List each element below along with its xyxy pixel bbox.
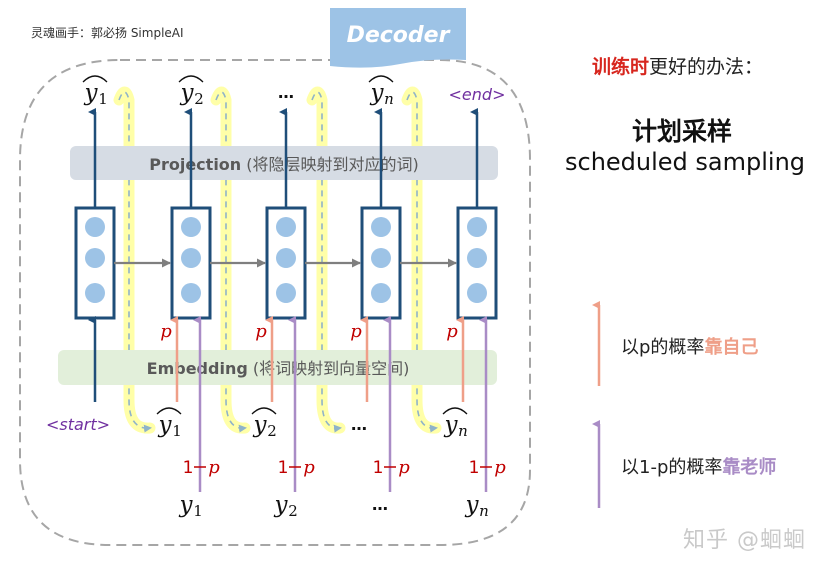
method-heading-highlight: 训练时 xyxy=(592,56,650,78)
decoder-tab xyxy=(330,8,466,68)
legend-teacher-prefix: 以1-p的概率 xyxy=(621,457,723,478)
decoder-frame xyxy=(19,59,531,546)
method-heading: 训练时更好的办法： xyxy=(592,52,763,79)
feedback-loop-arrow xyxy=(215,91,247,433)
output-token: <end> xyxy=(449,85,506,104)
hidden-unit xyxy=(371,217,391,237)
feedback-loop-arrow xyxy=(406,91,438,433)
prob-self-label: p xyxy=(350,321,362,342)
hat-accent xyxy=(82,75,108,83)
prob-self-label: p xyxy=(160,321,172,342)
hat-accent xyxy=(251,407,277,415)
token-base: y xyxy=(444,412,459,438)
hat-accent xyxy=(178,75,204,83)
prob-one: 1 xyxy=(278,458,289,478)
legend-self: 以p的概率靠自己 xyxy=(621,333,758,359)
hidden-unit xyxy=(467,248,487,268)
token-base: y xyxy=(180,80,195,106)
prob-p: p xyxy=(208,457,220,478)
author-credit: 灵魂画手：郭必扬 SimpleAI xyxy=(31,26,184,40)
method-name-en: scheduled sampling xyxy=(565,148,806,176)
feedback-loop-arrow xyxy=(311,91,342,433)
hidden-unit xyxy=(276,248,296,268)
legend-teacher-highlight: 靠老师 xyxy=(722,457,777,478)
token-base: y xyxy=(274,492,289,518)
prob-one: 1 xyxy=(469,458,480,478)
output-token: … xyxy=(278,83,294,102)
hidden-unit xyxy=(276,283,296,303)
hidden-unit xyxy=(371,283,391,303)
token-base: y xyxy=(179,492,194,518)
hidden-unit xyxy=(181,283,201,303)
hidden-unit xyxy=(371,248,391,268)
hat-accent xyxy=(156,407,182,415)
prob-p: p xyxy=(303,457,315,478)
ellipsis: … xyxy=(278,83,294,102)
hidden-unit xyxy=(85,283,105,303)
decoder-tab-label: Decoder xyxy=(347,23,451,48)
hidden-unit xyxy=(85,217,105,237)
token-base: y xyxy=(158,412,173,438)
token-subscript: n xyxy=(479,502,489,520)
token-base: y xyxy=(253,412,268,438)
hidden-unit xyxy=(467,283,487,303)
embedding-layer xyxy=(58,350,497,385)
embedding-label: Embedding (将词映射到向量空间) xyxy=(147,359,410,378)
prob-p: p xyxy=(398,457,410,478)
token-subscript: n xyxy=(384,90,394,108)
hidden-unit xyxy=(181,217,201,237)
ellipsis: … xyxy=(351,415,367,434)
method-name-cn: 计划采样 xyxy=(632,117,733,146)
token-subscript: 1 xyxy=(172,422,182,440)
token-subscript: n xyxy=(458,422,468,440)
legend-self-prefix: 以p的概率 xyxy=(621,337,705,358)
token-subscript: 1 xyxy=(98,90,108,108)
hidden-unit xyxy=(181,248,201,268)
token-subscript: 2 xyxy=(267,422,277,440)
hidden-unit xyxy=(276,217,296,237)
token-base: y xyxy=(84,80,99,106)
hidden-unit xyxy=(85,248,105,268)
hat-accent xyxy=(442,407,468,415)
token-base: y xyxy=(465,492,480,518)
feedback-loop-arrow xyxy=(118,91,152,433)
method-heading-rest: 更好的办法： xyxy=(649,56,764,78)
prob-self-label: p xyxy=(255,321,267,342)
ellipsis: … xyxy=(372,495,388,514)
start-token: <start> xyxy=(46,415,110,434)
hidden-unit xyxy=(467,217,487,237)
token-subscript: 2 xyxy=(288,502,298,520)
fed-prediction-token: … xyxy=(351,415,367,434)
prob-p: p xyxy=(494,457,506,478)
token-subscript: 1 xyxy=(193,502,203,520)
token-subscript: 2 xyxy=(194,90,204,108)
token-base: y xyxy=(370,80,385,106)
prob-one: 1 xyxy=(373,458,384,478)
prob-one: 1 xyxy=(183,458,194,478)
hat-accent xyxy=(368,75,394,83)
ground-truth-token: … xyxy=(372,495,388,514)
legend-teacher: 以1-p的概率靠老师 xyxy=(621,453,776,479)
legend-self-highlight: 靠自己 xyxy=(704,337,759,358)
token-text: <end> xyxy=(449,85,506,104)
prob-self-label: p xyxy=(446,321,458,342)
projection-label: Projection (将隐层映射到对应的词) xyxy=(149,155,419,174)
watermark: 知乎 @蛔蛔 xyxy=(683,528,806,553)
feedback-loops xyxy=(113,86,442,434)
projection-layer xyxy=(70,146,498,180)
